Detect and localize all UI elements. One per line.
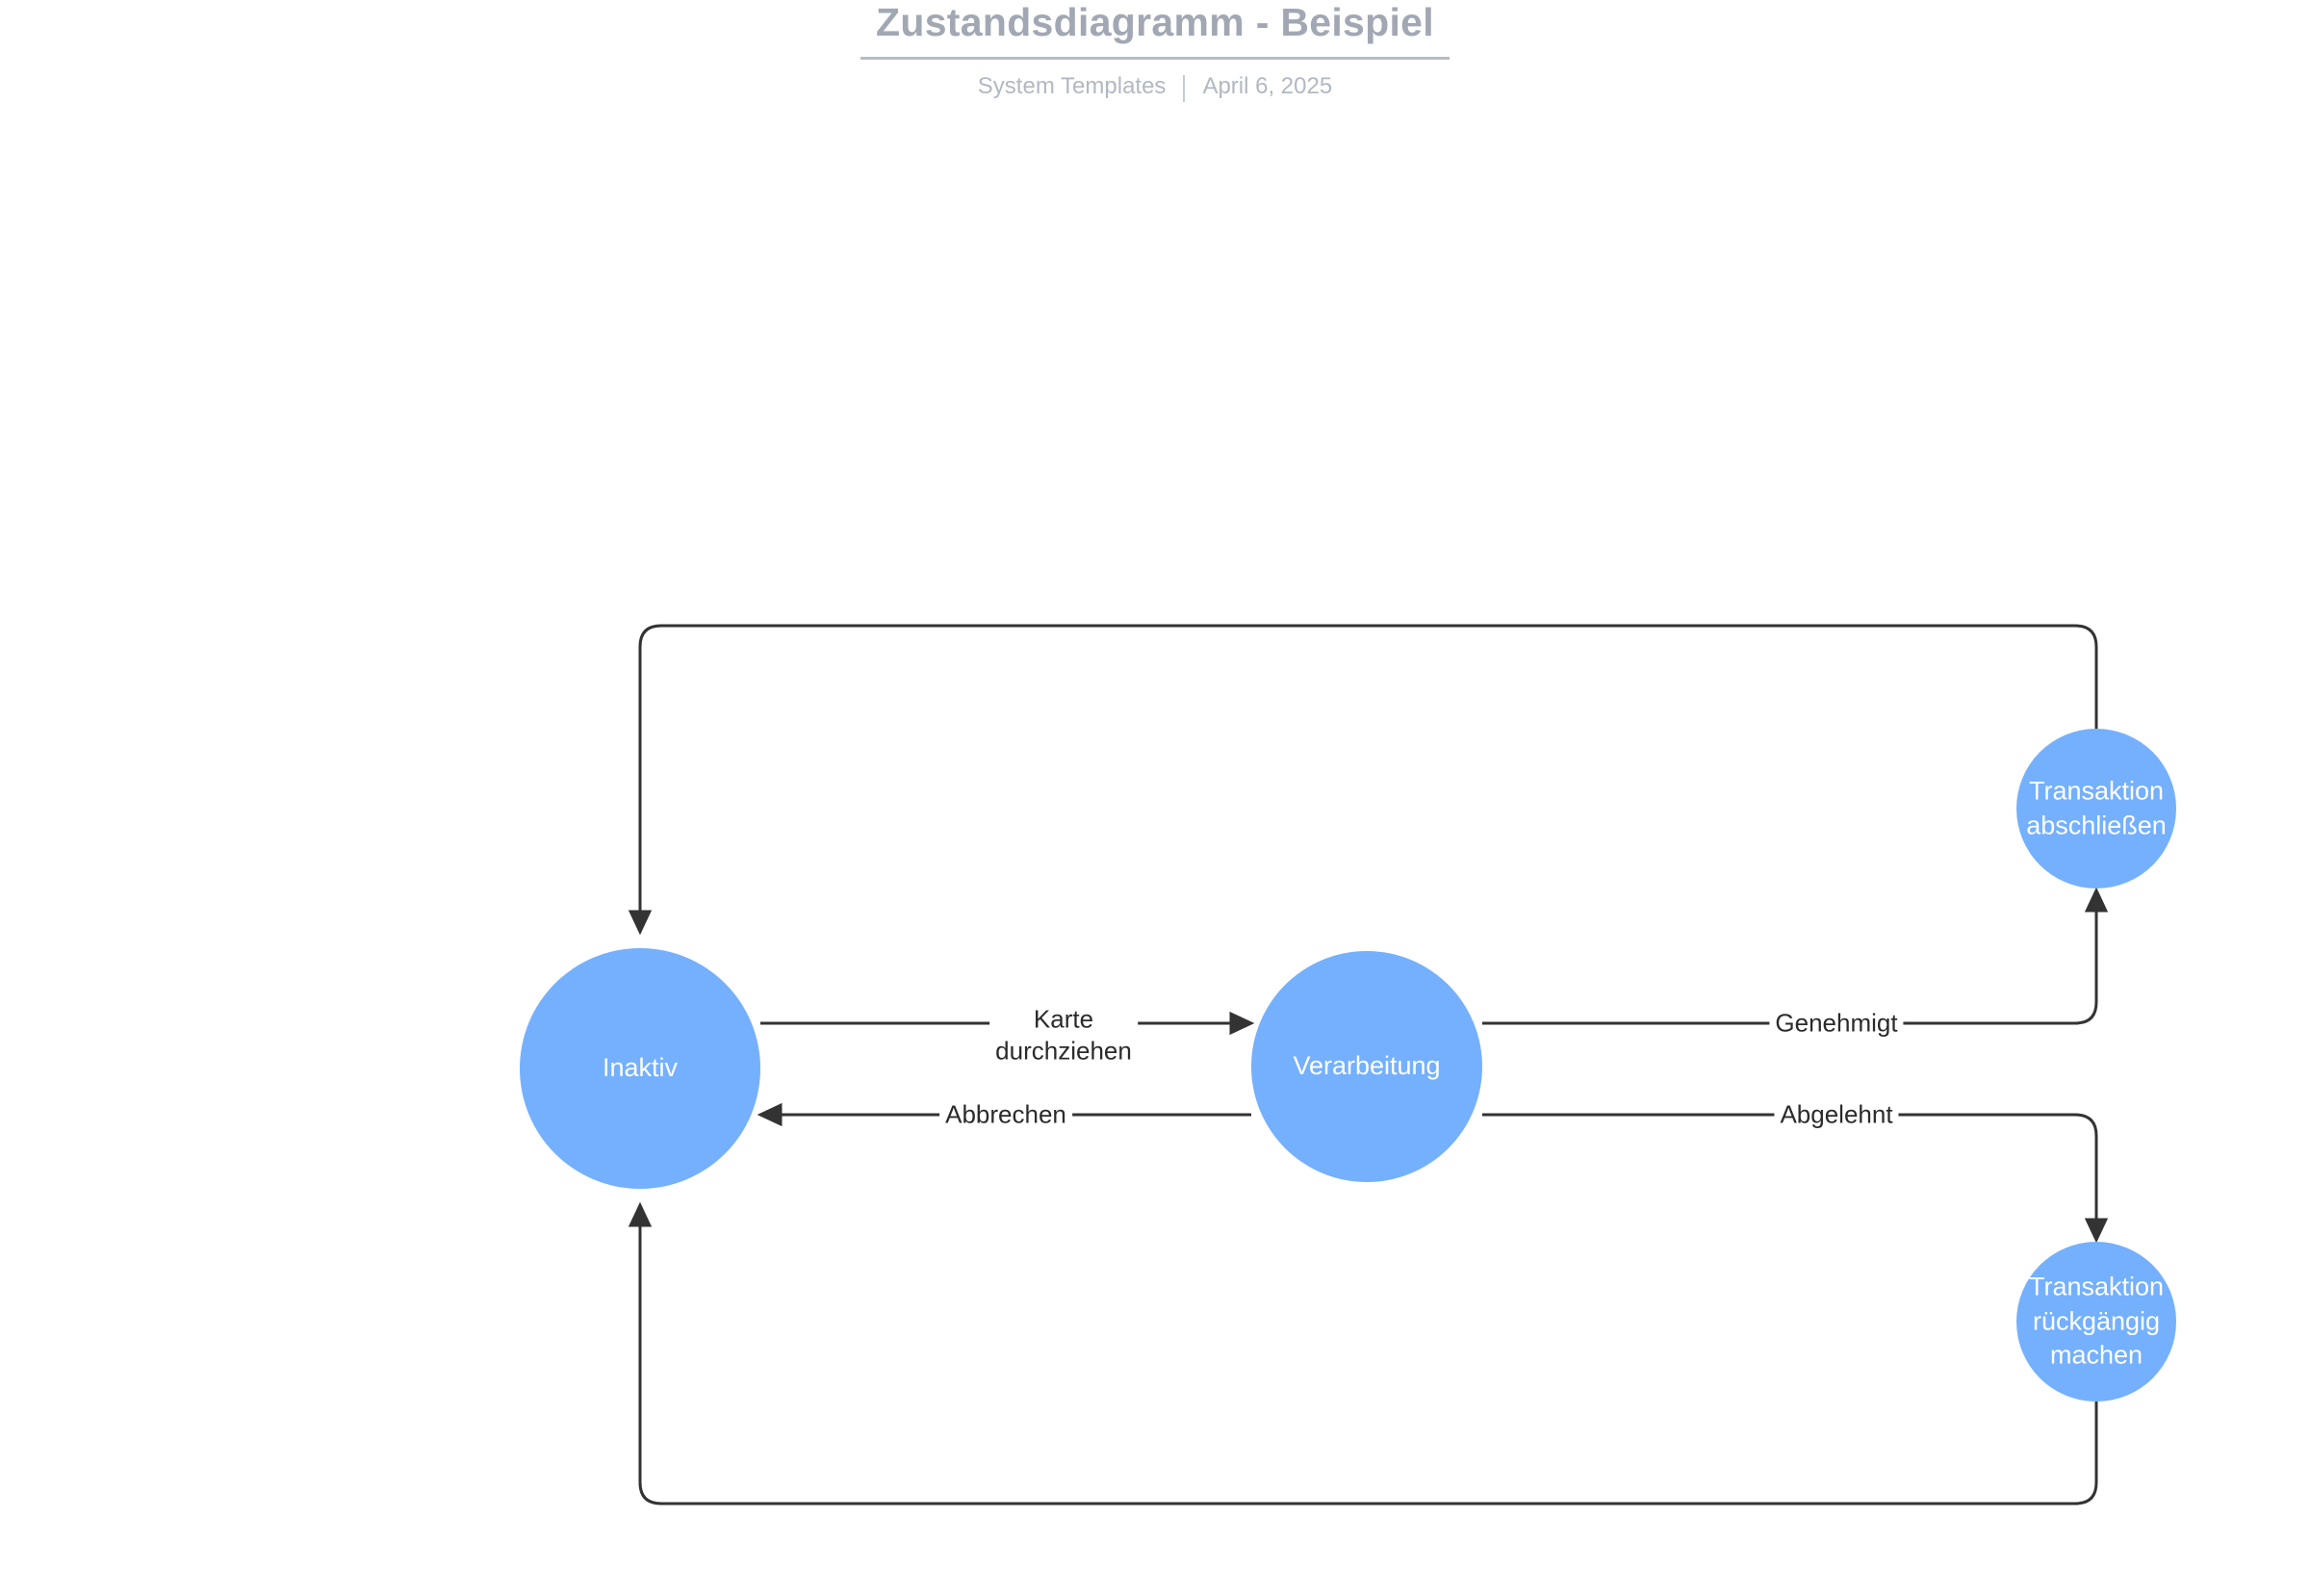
node-inaktiv[interactable] xyxy=(520,948,760,1189)
edge-label-genehmigt: Genehmigt xyxy=(1769,1007,1904,1040)
edge-label-abgelehnt: Abgelehnt xyxy=(1774,1098,1899,1131)
node-transaktion-rueckgaengig[interactable] xyxy=(2016,1242,2176,1402)
edge-verarbeitung-to-rueckgaengig xyxy=(1482,1113,2109,1244)
state-nodes xyxy=(520,729,2176,1402)
edge-verarbeitung-to-abschliessen xyxy=(1482,887,2109,1025)
edge-rueckgaengig-to-inaktiv xyxy=(628,1201,2098,1506)
edge-abschliessen-to-inaktiv xyxy=(628,624,2098,936)
edge-label-karte-durchziehen: Karte durchziehen xyxy=(989,1003,1138,1068)
edge-label-abbrechen: Abbrechen xyxy=(939,1098,1072,1131)
node-transaktion-abschliessen[interactable] xyxy=(2016,729,2176,888)
node-verarbeitung[interactable] xyxy=(1251,951,1482,1182)
